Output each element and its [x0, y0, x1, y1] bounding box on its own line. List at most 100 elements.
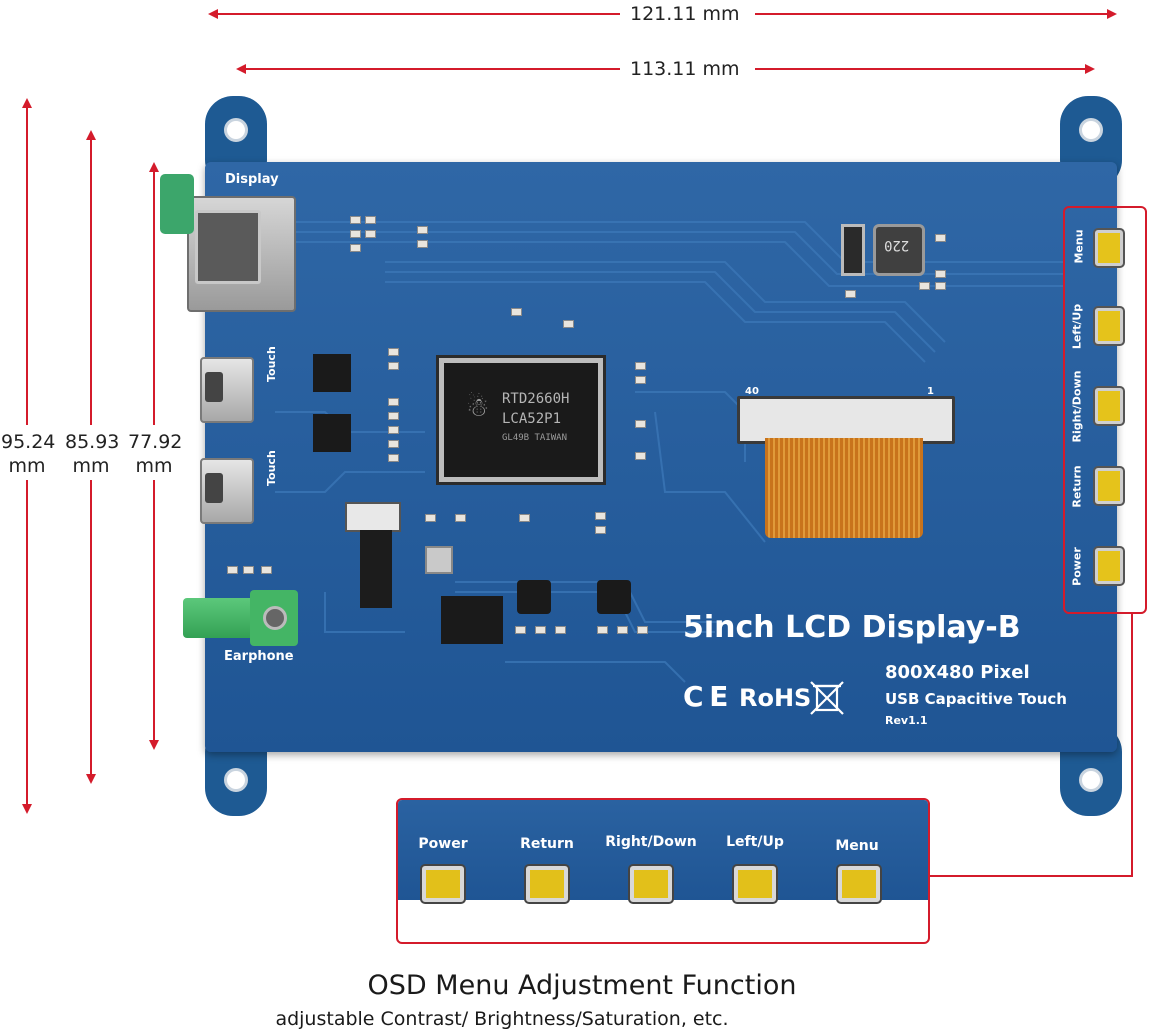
inset-button-power[interactable]	[422, 866, 464, 902]
inductor: 220	[873, 224, 925, 276]
crystal	[425, 546, 453, 574]
smd-component	[515, 626, 526, 634]
inset-button-right-down[interactable]	[630, 866, 672, 902]
port-label-touch-2: Touch	[265, 450, 278, 486]
chip-marking-2: LCA52P1	[502, 411, 562, 427]
side-button-power[interactable]	[1095, 548, 1123, 584]
height-mid-label: 85.93 mm	[65, 430, 120, 478]
hdmi-port-opening	[195, 210, 261, 284]
smd-component	[227, 566, 238, 574]
smd-component	[388, 412, 399, 420]
side-buttons-highlight	[1063, 206, 1147, 614]
ic-regulator-2	[597, 580, 631, 614]
smd-component	[511, 308, 522, 316]
smd-component	[243, 566, 254, 574]
diode	[841, 224, 865, 276]
height-mid-unit: mm	[72, 455, 110, 477]
caption-title: OSD Menu Adjustment Function	[367, 970, 797, 1001]
product-resolution: 800X480 Pixel	[885, 662, 1030, 683]
smd-component	[388, 454, 399, 462]
inset-button-return[interactable]	[526, 866, 568, 902]
port-label-touch-1: Touch	[265, 346, 278, 382]
side-button-return[interactable]	[1095, 468, 1123, 504]
smd-component	[595, 512, 606, 520]
smd-component	[365, 230, 376, 238]
smd-component	[388, 398, 399, 406]
fpc-connector	[737, 396, 955, 444]
side-button-left-up[interactable]	[1095, 308, 1123, 344]
smd-component	[617, 626, 628, 634]
side-button-right-down[interactable]	[1095, 388, 1123, 424]
smd-component	[388, 426, 399, 434]
callout-connector	[930, 612, 1133, 877]
smd-component	[635, 362, 646, 370]
mount-hole	[1079, 768, 1103, 792]
mount-hole	[224, 768, 248, 792]
ic-driver	[441, 596, 503, 644]
inset-button-left-up[interactable]	[734, 866, 776, 902]
inset-label-right-down: Right/Down	[605, 834, 697, 850]
ribbon-small	[360, 530, 392, 608]
main-ic-chip: ☃ RTD2660H LCA52P1 GL49B TAIWAN	[439, 358, 603, 482]
rohs-mark: RoHS	[739, 684, 812, 712]
smd-component	[519, 514, 530, 522]
osd-buttons-inset: Power Return Right/Down Left/Up Menu	[396, 798, 930, 944]
height-outer-label: 95.24 mm	[1, 430, 55, 478]
port-label-earphone: Earphone	[224, 649, 294, 664]
usb-touch-port-1-slot	[205, 372, 223, 402]
fpc-connector-label-right: 1	[927, 386, 934, 397]
port-label-touch-2-text: Touch	[265, 450, 278, 486]
chip-logo-icon: ☃	[466, 393, 490, 423]
height-inner-unit: mm	[135, 455, 173, 477]
inset-label-power: Power	[418, 836, 468, 852]
weee-bin-icon	[810, 681, 844, 715]
smd-component	[935, 270, 946, 278]
chip-marking-3: GL49B TAIWAN	[502, 433, 568, 443]
ic-small-1	[313, 354, 351, 392]
inductor-marking: 220	[884, 237, 910, 253]
fpc-connector-label-left: 40	[745, 386, 759, 397]
smd-component	[350, 216, 361, 224]
smd-component	[350, 244, 361, 252]
smd-component	[919, 282, 930, 290]
smd-component	[417, 240, 428, 248]
width-inner-label: 113.11 mm	[622, 58, 748, 80]
port-label-display: Display	[225, 172, 279, 187]
smd-component	[261, 566, 272, 574]
port-label-touch-1-text: Touch	[265, 346, 278, 382]
caption-subtitle: adjustable Contrast/ Brightness/Saturati…	[275, 1008, 729, 1030]
smd-component	[635, 420, 646, 428]
smd-component	[455, 514, 466, 522]
inset-button-menu[interactable]	[838, 866, 880, 902]
fpc-ribbon-cable	[765, 438, 923, 538]
height-inner-label: 77.92 mm	[128, 430, 183, 478]
ic-small-2	[313, 414, 351, 452]
height-mid-value: 85.93	[65, 431, 120, 453]
smd-component	[563, 320, 574, 328]
smd-component	[555, 626, 566, 634]
display-cap	[160, 174, 194, 234]
earphone-jack-hole	[263, 606, 287, 630]
pcb-board: Display Touch Touch Earphone ☃ RTD2660H …	[160, 162, 1123, 752]
smd-component	[595, 526, 606, 534]
smd-component	[935, 282, 946, 290]
smd-component	[637, 626, 648, 634]
ce-mark: C E	[683, 680, 728, 713]
smd-component	[635, 376, 646, 384]
smd-component	[535, 626, 546, 634]
chip-marking-1: RTD2660H	[502, 391, 570, 407]
ic-fpc-small	[345, 502, 401, 532]
inset-label-left-up: Left/Up	[726, 834, 784, 850]
usb-touch-port-2-slot	[205, 473, 223, 503]
smd-component	[935, 234, 946, 242]
smd-component	[597, 626, 608, 634]
inset-label-return: Return	[520, 836, 574, 852]
smd-component	[417, 226, 428, 234]
mount-hole	[1079, 118, 1103, 142]
smd-component	[388, 362, 399, 370]
smd-component	[388, 348, 399, 356]
side-button-menu[interactable]	[1095, 230, 1123, 266]
smd-component	[425, 514, 436, 522]
height-inner-value: 77.92	[128, 431, 183, 453]
product-touch-type: USB Capacitive Touch	[885, 690, 1067, 708]
